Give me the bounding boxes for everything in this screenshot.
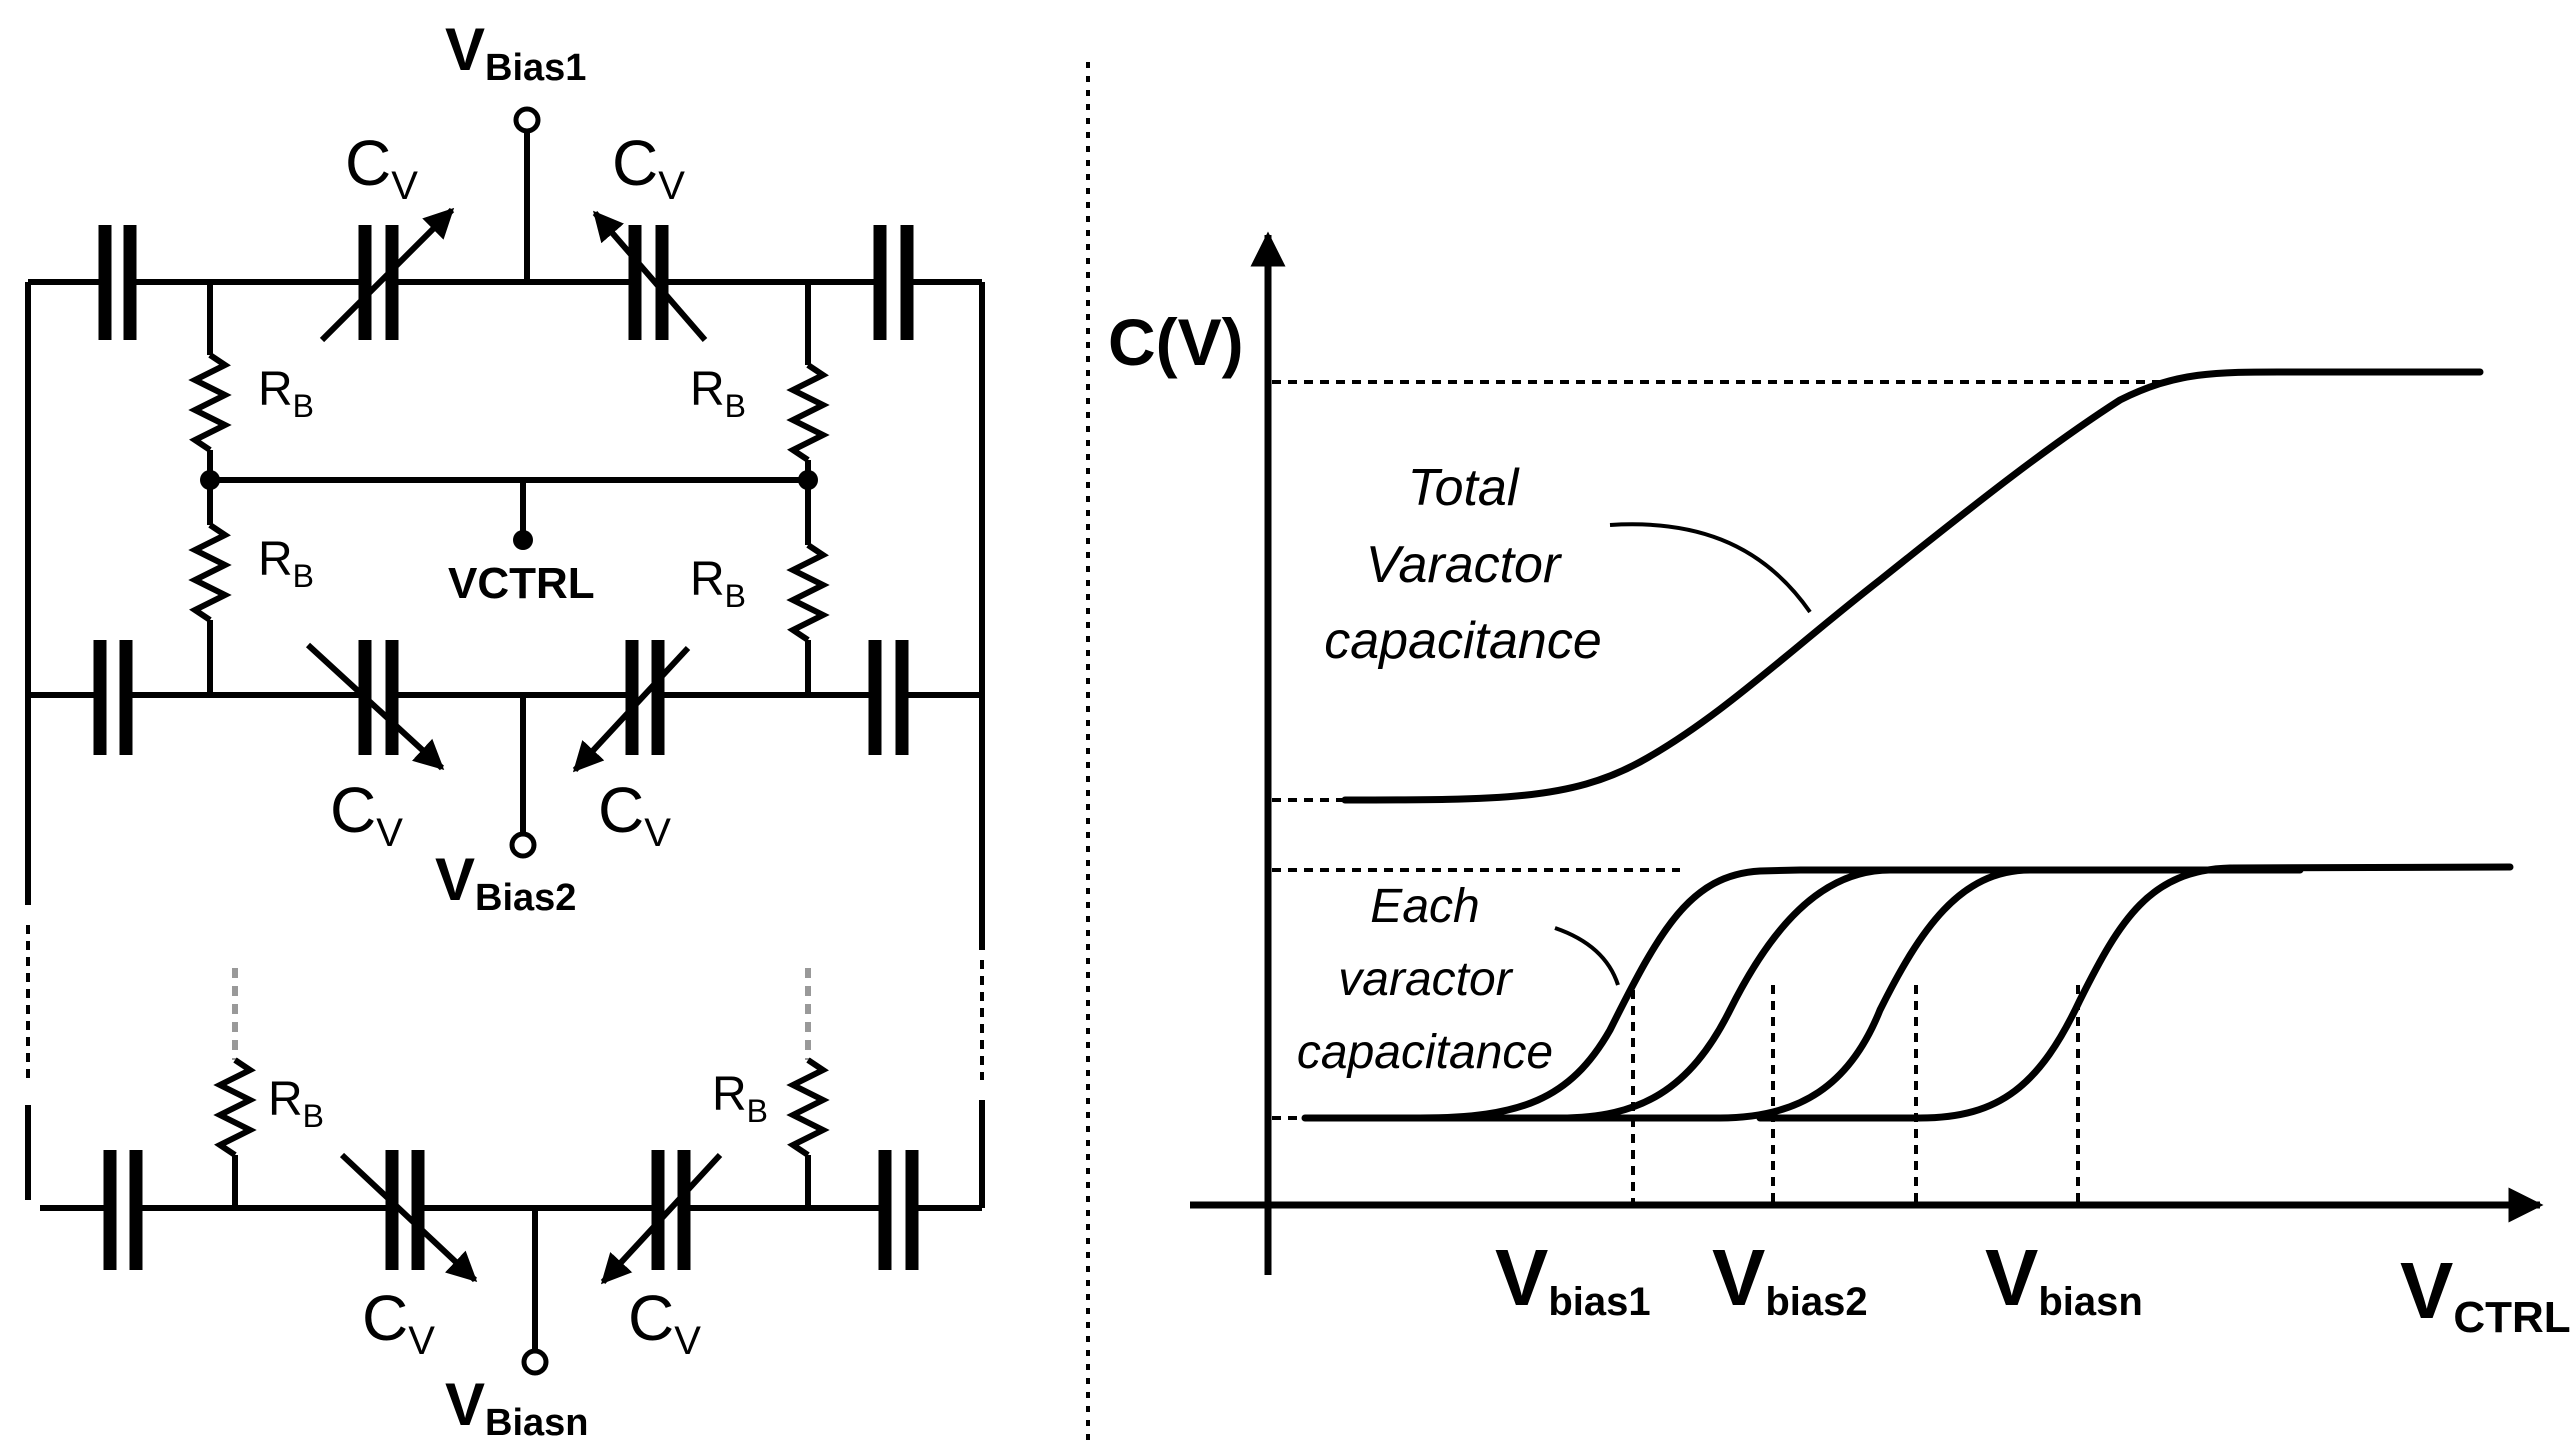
each-capacitance-curve-1: [1301, 866, 2024, 1122]
vbias2-label: VBias2: [435, 846, 576, 919]
each-capacitance-curve-n: [1756, 863, 2514, 1122]
vctrl-node: [513, 530, 533, 550]
bias2-terminal: [509, 831, 537, 859]
bias-resistor: [213, 1057, 257, 1158]
vbias1-label: VBias1: [445, 16, 586, 89]
each-leader-line: [1554, 926, 1620, 986]
x-tick-label: Vbias2: [1712, 1233, 1868, 1324]
capacitance-graph: C(V) VCTRL Total Varactor capacitance Ea…: [1108, 231, 2571, 1342]
total-capacitance-curve: [1341, 368, 2484, 804]
total-annotation-line2: Varactor: [1366, 536, 1563, 594]
vbiasn-label: VBiasn: [445, 1371, 589, 1444]
cv-label: CV: [598, 774, 671, 855]
cv-label: CV: [612, 127, 685, 208]
total-annotation-line1: Total: [1408, 459, 1520, 517]
bias1-terminal: [513, 106, 541, 134]
row-biasn: [40, 968, 982, 1376]
rb-label: RB: [690, 363, 746, 424]
each-capacitance-curve-3: [1556, 866, 2304, 1122]
cv-label: CV: [345, 127, 418, 208]
bias-resistor: [786, 542, 830, 643]
rb-label: RB: [712, 1068, 768, 1129]
each-annotation-line1: Each: [1370, 880, 1479, 933]
vctrl-label: VCTRL: [448, 559, 595, 608]
each-annotation-line2: varactor: [1338, 953, 1513, 1006]
rb-label: RB: [690, 553, 746, 614]
total-leader-line: [1609, 522, 1812, 614]
each-capacitance-curve-2: [1406, 866, 2204, 1122]
bias-resistor-network: [188, 282, 830, 695]
total-annotation-line3: capacitance: [1324, 612, 1602, 670]
row-bias2: [28, 640, 982, 859]
x-tick-label: Vbiasn: [1985, 1233, 2143, 1324]
bias-resistor: [188, 352, 232, 453]
each-annotation-line3: capacitance: [1297, 1026, 1553, 1079]
rb-label: RB: [268, 1073, 324, 1134]
cv-label: CV: [362, 1282, 435, 1363]
bias-resistor: [786, 362, 830, 463]
x-tick-label: Vbias1: [1495, 1233, 1651, 1324]
cv-label: CV: [628, 1282, 701, 1363]
cv-label: CV: [330, 774, 403, 855]
rb-label: RB: [258, 533, 314, 594]
y-axis-label: C(V): [1108, 305, 1244, 379]
biasn-terminal: [521, 1348, 549, 1376]
row-bias1: [28, 106, 982, 343]
rb-label: RB: [258, 363, 314, 424]
bias-resistor: [188, 522, 232, 623]
bias-resistor: [786, 1057, 830, 1158]
x-axis-label: VCTRL: [2400, 1246, 2571, 1342]
varactor-bank-circuit: VBias1 VBias2 VBiasn VCTRL CV CV CV CV C…: [25, 16, 985, 1444]
